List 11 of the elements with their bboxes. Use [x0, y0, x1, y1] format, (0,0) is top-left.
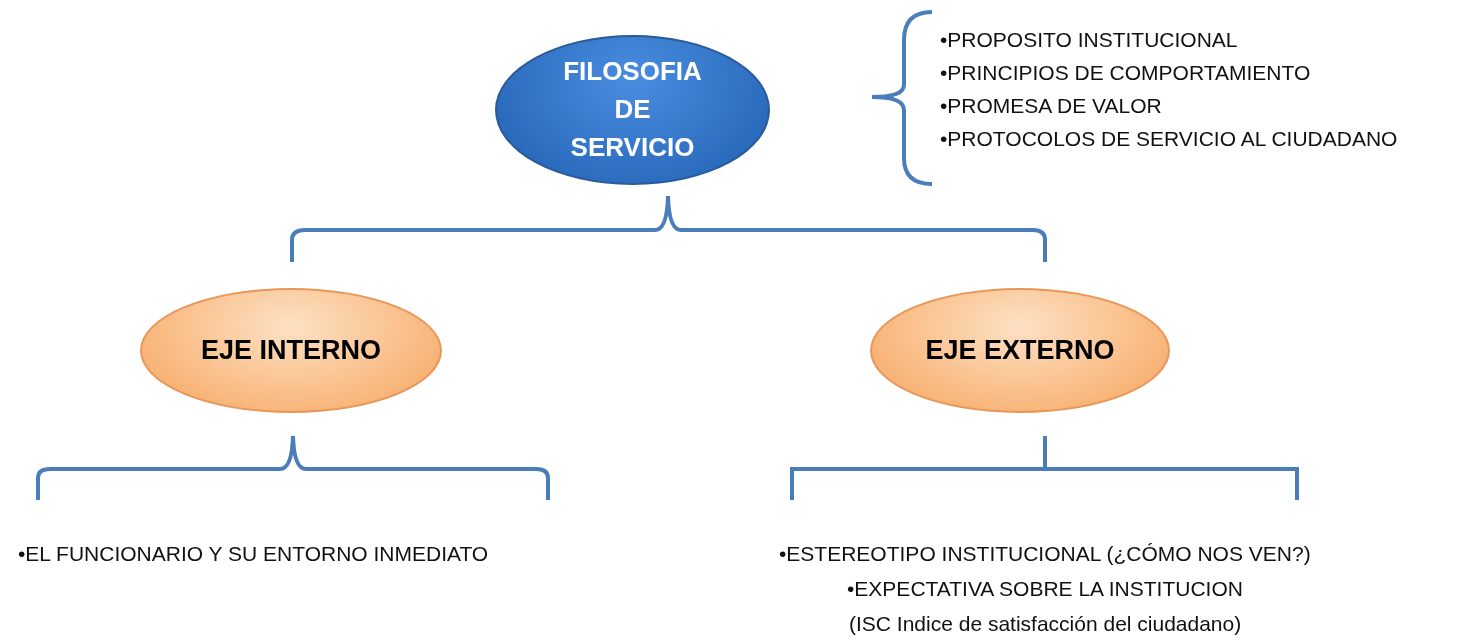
list-item: •PROPOSITO INSTITUCIONAL — [940, 28, 1238, 52]
node-title: EJE EXTERNO — [925, 333, 1115, 367]
list-item: (ISC Indice de satisfacción del ciudadano) — [849, 612, 1242, 636]
node-title: EJE INTERNO — [200, 333, 381, 367]
list-item: •PROMESA DE VALOR — [940, 94, 1162, 118]
list-item: •ESTEREOTIPO INSTITUCIONAL (¿CÓMO NOS VEN?) — [779, 542, 1311, 566]
list-item: •EL FUNCIONARIO Y SU ENTORNO INMEDIATO — [18, 542, 489, 566]
node-title: FILOSOFIA DE SERVICIO — [562, 55, 703, 164]
list-item: •PRINCIPIOS DE COMPORTAMIENTO — [940, 61, 1311, 85]
list-item: •PROTOCOLOS DE SERVICIO AL CIUDADANO — [940, 127, 1398, 151]
list-item: •EXPECTATIVA SOBRE LA INSTITUCION — [847, 577, 1243, 601]
